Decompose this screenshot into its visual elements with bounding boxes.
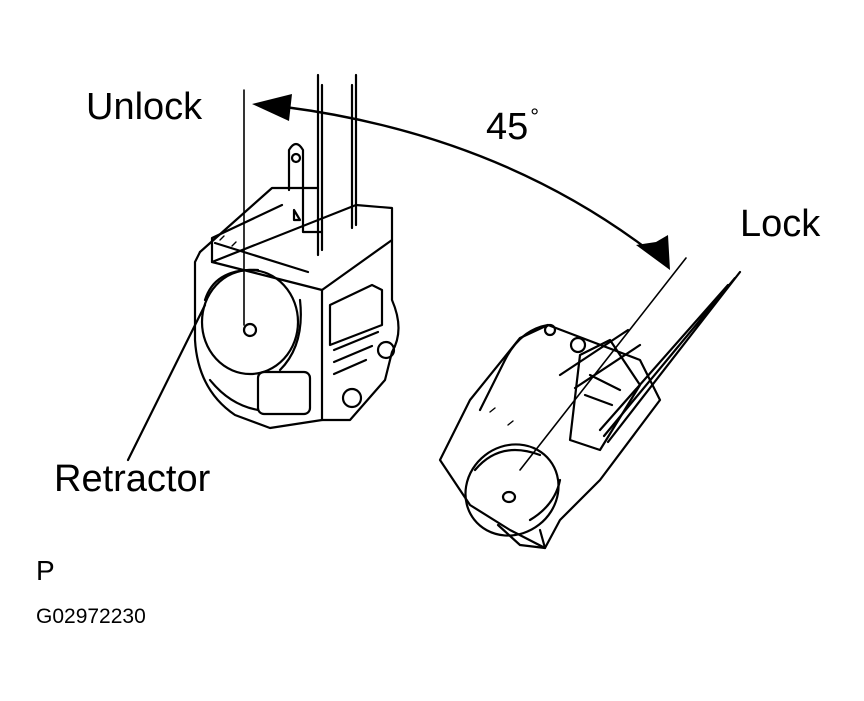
angle-label: 45° <box>486 106 539 148</box>
view-letter: P <box>36 555 55 586</box>
figure-code: G02972230 <box>36 605 146 628</box>
degree-symbol: ° <box>530 104 540 129</box>
angle-arc-arrow <box>252 94 670 270</box>
angle-value: 45 <box>486 106 529 148</box>
lock-label: Lock <box>740 203 821 245</box>
unlock-label: Unlock <box>86 86 203 128</box>
retractor-locked <box>438 257 742 550</box>
retractor-unlocked <box>193 73 400 430</box>
retractor-leader-line <box>126 303 207 462</box>
retractor-label: Retractor <box>54 458 211 500</box>
